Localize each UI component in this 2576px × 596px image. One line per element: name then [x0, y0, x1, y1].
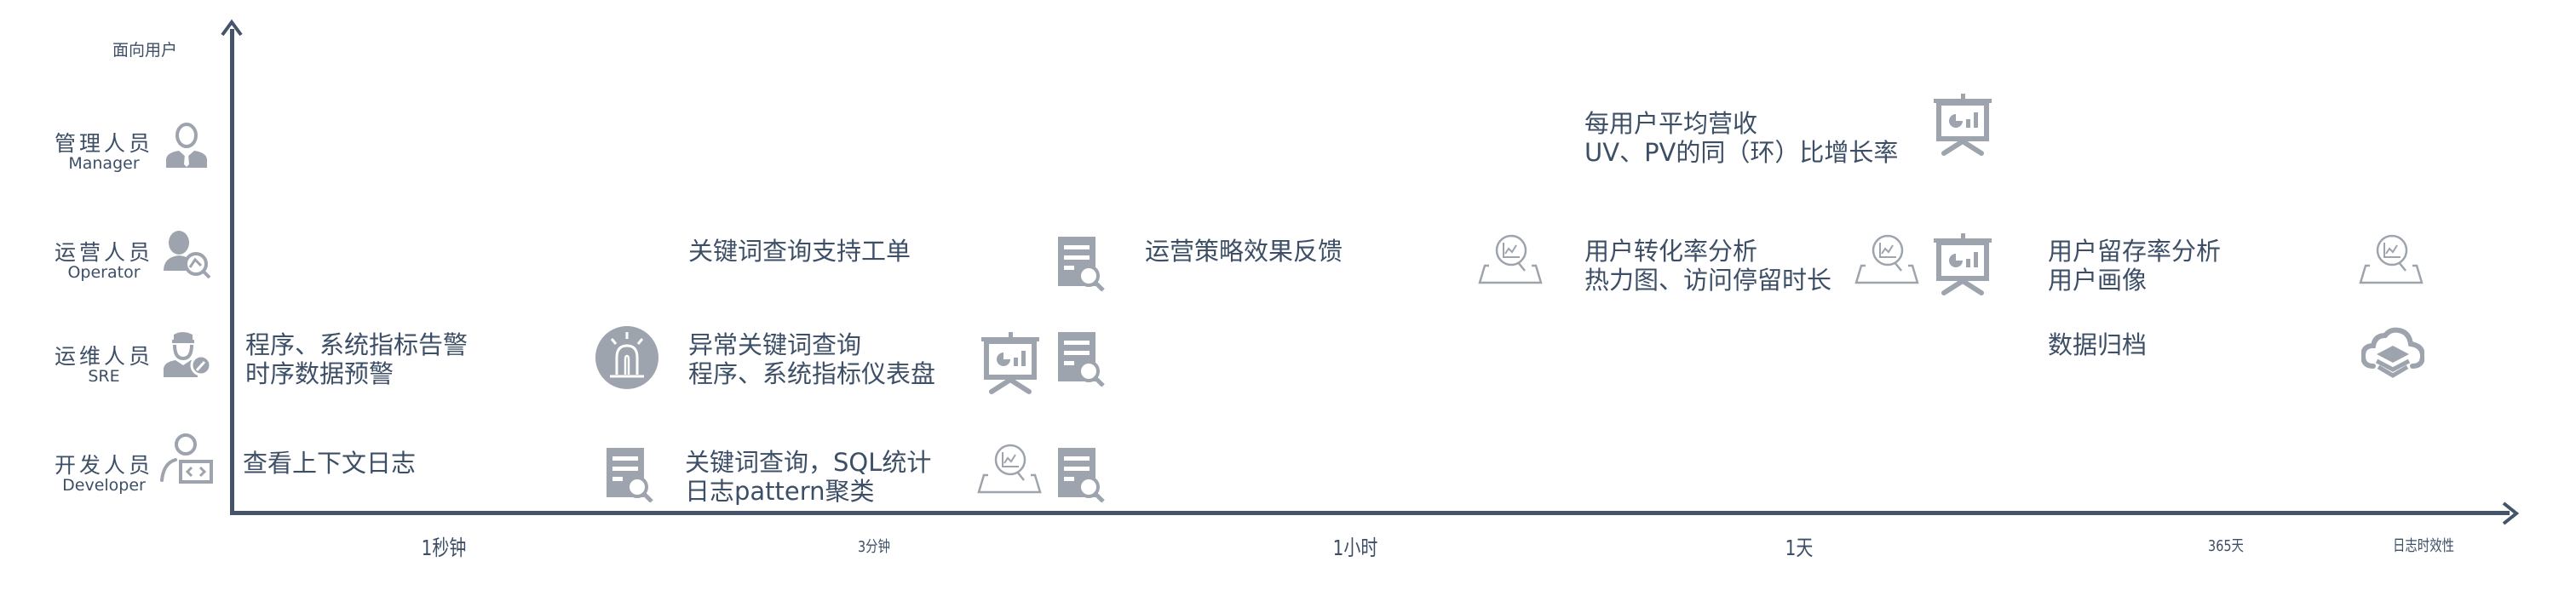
- item-line: 异常关键词查询: [688, 330, 862, 359]
- presentation-chart-icon: [980, 330, 1041, 395]
- item-line: 每用户平均营收: [1584, 109, 1758, 138]
- role-manager-cn: 管理人员: [54, 131, 153, 156]
- item-operator-1d: 用户转化率分析 热力图、访问停留时长: [1584, 237, 1831, 295]
- y-axis-line: [230, 29, 234, 515]
- item-manager-1d: 每用户平均营收 UV、PV的同（环）比增长率: [1584, 109, 1898, 167]
- document-search-icon: [605, 446, 654, 502]
- chart-analysis-icon: [2358, 233, 2424, 286]
- item-line: 热力图、访问停留时长: [1584, 266, 1832, 295]
- tick-3-minutes: 3分钟: [858, 538, 890, 556]
- item-line: 用户转化率分析: [1584, 237, 1758, 266]
- alarm-icon: [595, 325, 659, 390]
- cloud-storage-icon: [2361, 327, 2424, 378]
- item-line: 用户留存率分析: [2048, 237, 2222, 266]
- item-line: 关键词查询支持工单: [688, 237, 911, 266]
- role-manager-en: Manager: [68, 154, 140, 173]
- role-operator: 运营人员 Operator: [53, 242, 155, 281]
- tick-365-days: 365天: [2208, 537, 2244, 555]
- item-line: 查看上下文日志: [243, 449, 417, 478]
- item-line: 用户画像: [2048, 266, 2148, 295]
- role-developer: 开发人员 Developer: [53, 455, 155, 494]
- chart-analysis-icon: [976, 443, 1043, 496]
- item-sre-365d: 数据归档: [2048, 330, 2147, 359]
- tick-1-hour: 1小时: [1332, 536, 1378, 560]
- tick-1-day: 1天: [1785, 536, 1814, 560]
- role-developer-en: Developer: [62, 476, 146, 495]
- item-line: 数据归档: [2048, 330, 2148, 359]
- role-sre-en: SRE: [88, 367, 120, 386]
- item-sre-1s: 程序、系统指标告警 时序数据预警: [245, 330, 468, 388]
- document-search-icon: [1056, 446, 1106, 502]
- role-operator-cn: 运营人员: [54, 240, 153, 265]
- document-search-icon: [1056, 330, 1106, 387]
- item-line: UV、PV的同（环）比增长率: [1584, 138, 1899, 167]
- manager-icon: [164, 122, 210, 169]
- operator-analytics-icon: [162, 230, 213, 279]
- item-line: 日志pattern聚类: [685, 477, 875, 506]
- y-axis-title: 面向用户: [112, 41, 178, 60]
- item-dev-1s: 查看上下文日志: [243, 449, 416, 478]
- sre-wrench-icon: [162, 328, 213, 379]
- x-axis-line: [230, 511, 2510, 515]
- document-search-icon: [1056, 235, 1106, 291]
- role-operator-en: Operator: [67, 263, 141, 282]
- item-operator-1h: 运营策略效果反馈: [1145, 237, 1343, 266]
- item-operator-365d: 用户留存率分析 用户画像: [2048, 237, 2221, 295]
- item-sre-3m: 异常关键词查询 程序、系统指标仪表盘: [688, 330, 935, 388]
- item-dev-3m: 关键词查询，SQL统计 日志pattern聚类: [685, 448, 931, 506]
- role-manager: 管理人员 Manager: [53, 133, 155, 172]
- presentation-chart-icon: [1932, 92, 1993, 157]
- role-sre: 运维人员 SRE: [53, 346, 155, 385]
- x-axis-title: 日志时效性: [2393, 537, 2454, 555]
- item-operator-3m: 关键词查询支持工单: [688, 237, 911, 266]
- item-line: 程序、系统指标仪表盘: [688, 359, 936, 388]
- item-line: 时序数据预警: [245, 359, 394, 388]
- role-developer-cn: 开发人员: [54, 453, 153, 478]
- y-axis-arrow-icon: [221, 19, 243, 37]
- item-line: 运营策略效果反馈: [1145, 237, 1343, 266]
- tick-1-second: 1秒钟: [421, 536, 467, 560]
- developer-code-icon: [158, 433, 215, 485]
- chart-analysis-icon: [1477, 233, 1544, 286]
- presentation-chart-icon: [1932, 232, 1993, 296]
- item-line: 关键词查询，SQL统计: [685, 448, 932, 477]
- x-axis-arrow-icon: [2502, 501, 2520, 525]
- role-sre-cn: 运维人员: [54, 344, 153, 369]
- item-line: 程序、系统指标告警: [245, 330, 469, 359]
- chart-analysis-icon: [1854, 233, 1920, 286]
